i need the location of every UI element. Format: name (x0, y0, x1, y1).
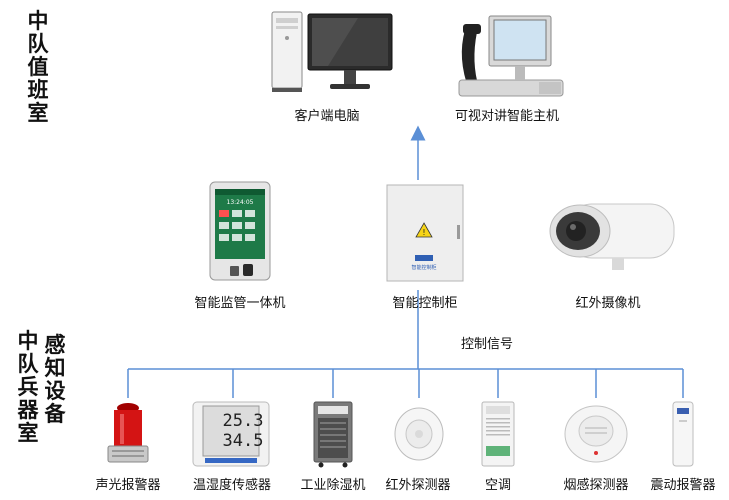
control-cabinet-icon: ! 智能控制柜 (386, 184, 464, 282)
middle-device-label: 智能控制柜 (392, 296, 458, 311)
cabinet-brand: 智能控制柜 (411, 264, 436, 271)
control-signal-label: 控制信号 (460, 337, 514, 352)
sensor-label: 烟感探测器 (563, 478, 629, 493)
infrared-detector-icon (394, 407, 444, 461)
sensor-label: 声光报警器 (95, 478, 161, 493)
air-conditioner-icon (481, 401, 515, 467)
sensor-label: 红外探测器 (385, 478, 451, 493)
dehumidifier-icon (313, 401, 353, 468)
sensor-label: 震动报警器 (650, 478, 716, 493)
sensor-label: 空调 (484, 478, 512, 493)
sensing-devices-label: 感知设备 (44, 333, 66, 426)
terminal-clock: 13:24:05 (227, 199, 254, 206)
sensor-label: 工业除湿机 (300, 478, 366, 493)
top-device-label: 可视对讲智能主机 (454, 109, 560, 124)
strobe-alarm-icon (107, 403, 149, 463)
armory-room-label: 中队兵器室 (17, 329, 39, 445)
middle-device-label: 智能监管一体机 (194, 296, 286, 311)
duty-room-label: 中队值班室 (27, 9, 49, 125)
video-intercom-host-icon (458, 15, 564, 97)
temp-humidity-sensor-icon: 25.3 34.5 (192, 401, 270, 467)
desktop-computer-icon (271, 11, 393, 92)
svg-text:!: ! (422, 228, 425, 237)
temperature-readout: 25.3 (223, 411, 264, 431)
vibration-alarm-icon (672, 401, 694, 467)
middle-device-label: 红外摄像机 (575, 296, 641, 311)
supervision-terminal-icon: 13:24:05 (209, 181, 271, 281)
humidity-readout: 34.5 (223, 431, 264, 451)
top-device-label: 客户端电脑 (294, 109, 360, 124)
smoke-detector-icon (564, 405, 628, 463)
sensor-label: 温湿度传感器 (192, 478, 272, 493)
infrared-camera-icon (549, 203, 675, 270)
